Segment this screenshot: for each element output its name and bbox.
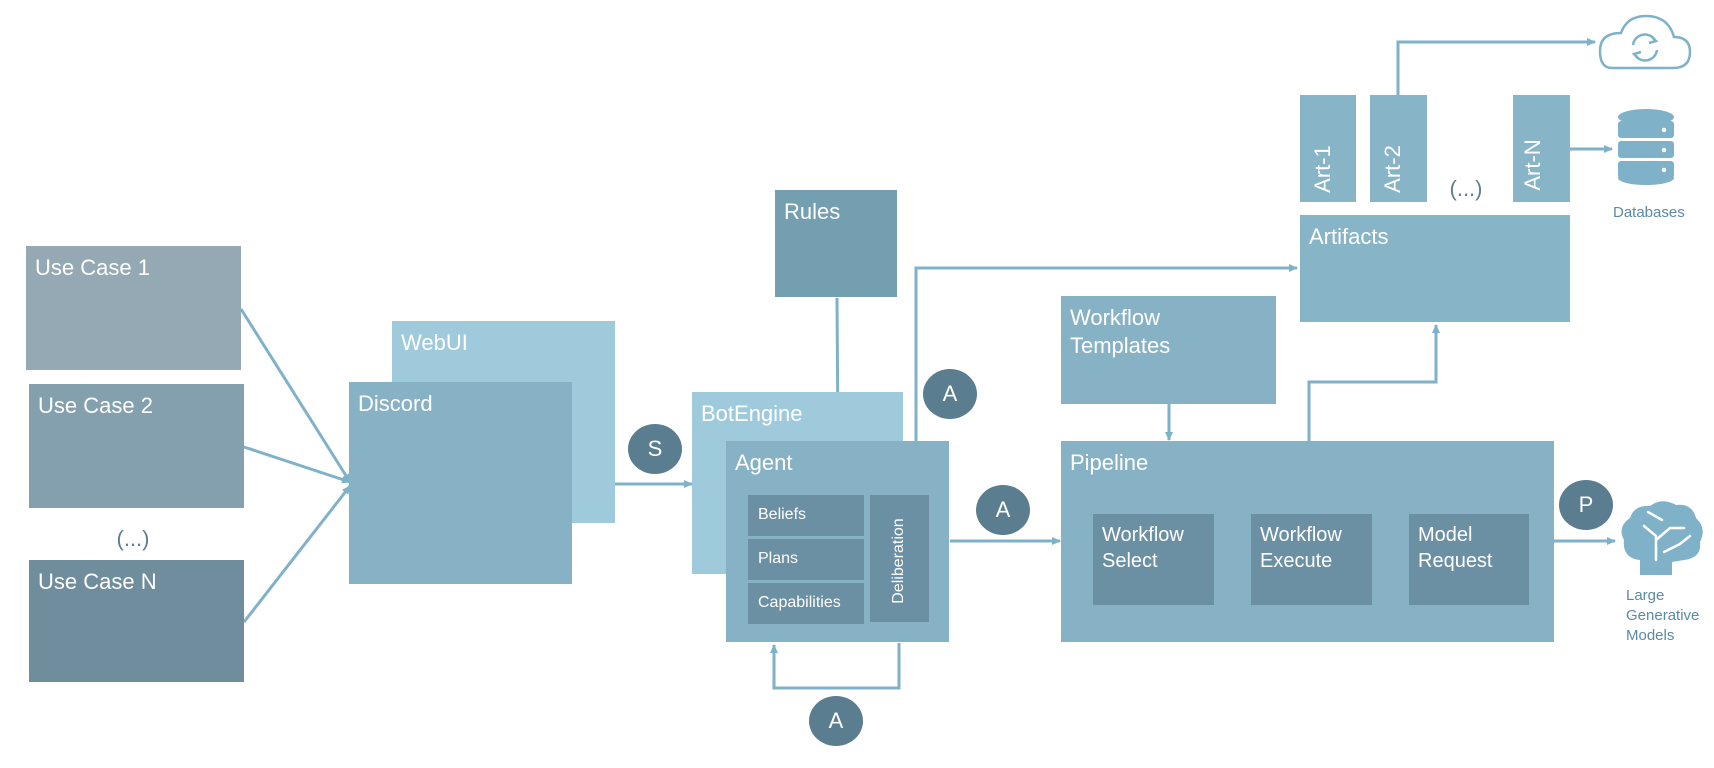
use-case-n-label: Use Case N — [38, 569, 157, 594]
pipeline-label: Pipeline — [1070, 450, 1149, 475]
use-case-n-box: Use Case N — [29, 560, 244, 682]
badge-a-mid: A — [976, 485, 1030, 535]
arrow-uc1-discord — [239, 308, 352, 483]
art-2-box: Art-2 — [1370, 95, 1427, 202]
workflow-execute-box: Workflow Execute — [1251, 514, 1372, 605]
workflow-templates-box: Workflow Templates — [1061, 296, 1276, 404]
model-request-box: Model Request — [1409, 514, 1529, 605]
arrow-pipeline-artifacts — [1307, 324, 1440, 441]
workflow-execute-label: Workflow Execute — [1260, 524, 1342, 572]
use-case-1-label: Use Case 1 — [35, 255, 150, 280]
capabilities-box: Capabilities — [748, 583, 864, 624]
badge-s: S — [628, 424, 682, 474]
badge-a-bottom: A — [809, 696, 863, 746]
art-1-box: Art-1 — [1300, 95, 1356, 202]
llm-caption: Large Generative Models — [1626, 587, 1700, 644]
beliefs-label: Beliefs — [758, 506, 807, 523]
arrow-art2-cloud — [1396, 38, 1596, 95]
capabilities-label: Capabilities — [758, 594, 841, 611]
arrow-uc2-discord — [243, 445, 351, 484]
arrow-agent-artifacts — [914, 264, 1298, 441]
artifacts-label: Artifacts — [1309, 224, 1389, 249]
use-case-2-box: Use Case 2 — [29, 384, 244, 508]
model-request-label: Model Request — [1418, 524, 1493, 572]
databases-caption: Databases — [1613, 204, 1685, 221]
artifacts-box: Artifacts — [1300, 215, 1570, 322]
artifacts-ellipsis: (...) — [1449, 176, 1483, 201]
discord-label: Discord — [358, 391, 433, 416]
webui-label: WebUI — [401, 330, 468, 355]
beliefs-box: Beliefs — [748, 495, 864, 536]
workflow-select-box: Workflow Select — [1093, 514, 1214, 605]
discord-box: Discord — [349, 382, 572, 584]
badge-p: P — [1559, 480, 1613, 530]
art-n-box: Art-N — [1513, 95, 1570, 202]
botengine-label: BotEngine — [701, 401, 803, 426]
arrow-agent-loop — [770, 643, 901, 690]
workflow-select-label: Workflow Select — [1102, 524, 1184, 572]
use-cases-ellipsis: (...) — [116, 526, 150, 551]
plans-label: Plans — [758, 550, 799, 567]
use-case-1-box: Use Case 1 — [26, 246, 241, 370]
rules-box: Rules — [775, 190, 897, 297]
deliberation-box: Deliberation — [870, 495, 929, 622]
badge-a-top: A — [923, 369, 977, 419]
agent-label: Agent — [735, 450, 793, 475]
plans-box: Plans — [748, 539, 864, 580]
use-case-2-label: Use Case 2 — [38, 393, 153, 418]
arrow-ucn-discord — [242, 485, 352, 623]
rules-label: Rules — [784, 199, 841, 224]
workflow-templates-label: Workflow Templates — [1070, 305, 1171, 358]
